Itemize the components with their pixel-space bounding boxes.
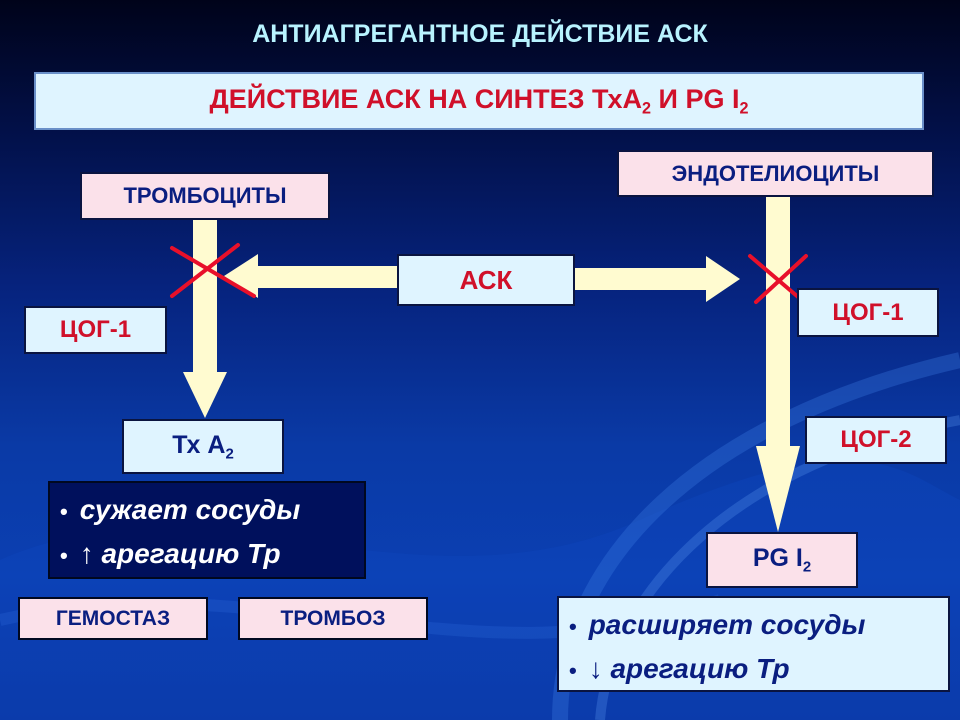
pgi2-effect-1: •расширяет сосуды xyxy=(569,609,866,640)
platelets-box: ТРОМБОЦИТЫ xyxy=(80,172,330,220)
txa2-effects-list: •сужает сосуды •↑ арегацию Тр xyxy=(48,481,366,579)
pgi2-effect-2: •↓ арегацию Тр xyxy=(569,653,790,684)
pgi2-effects-list: •расширяет сосуды •↓ арегацию Тр xyxy=(557,596,950,692)
subtitle-banner: ДЕЙСТВИЕ АСК НА СИНТЕЗ ТхА2 И PG I2 xyxy=(34,72,924,130)
endothelium-box: ЭНДОТЕЛИОЦИТЫ xyxy=(617,150,934,197)
cross-right-b xyxy=(754,254,808,304)
arrow-endothelium-head xyxy=(756,446,800,532)
cross-right-a xyxy=(748,254,806,304)
cox2-box: ЦОГ-2 xyxy=(805,416,947,464)
arrow-ask-left-shaft xyxy=(258,266,400,288)
arrow-platelets-head xyxy=(183,372,227,418)
hemostasis-box: ГЕМОСТАЗ xyxy=(18,597,208,640)
arrow-ask-right-shaft xyxy=(574,268,706,290)
arrow-ask-left-head xyxy=(224,254,258,298)
arrow-platelets-shaft xyxy=(193,217,217,372)
cox1-right-box: ЦОГ-1 xyxy=(797,288,939,337)
thrombosis-box: ТРОМБОЗ xyxy=(238,597,428,640)
arrow-endothelium-shaft xyxy=(766,196,790,446)
arrow-ask-right-head xyxy=(706,256,740,302)
cross-left-b xyxy=(170,243,240,298)
txa2-effect-2: •↑ арегацию Тр xyxy=(60,538,281,569)
txa2-effect-1: •сужает сосуды xyxy=(60,494,301,525)
page-title: АНТИАГРЕГАНТНОЕ ДЕЙСТВИЕ АСК xyxy=(252,20,708,48)
cross-left-a xyxy=(170,246,256,298)
txa2-box: Тх А2 xyxy=(122,419,284,474)
pgi2-box: PG I2 xyxy=(706,532,858,588)
cox1-left-box: ЦОГ-1 xyxy=(24,306,167,354)
ask-box: АСК xyxy=(397,254,575,306)
subtitle-text: ДЕЙСТВИЕ АСК НА СИНТЕЗ ТхА2 И PG I2 xyxy=(209,83,749,118)
